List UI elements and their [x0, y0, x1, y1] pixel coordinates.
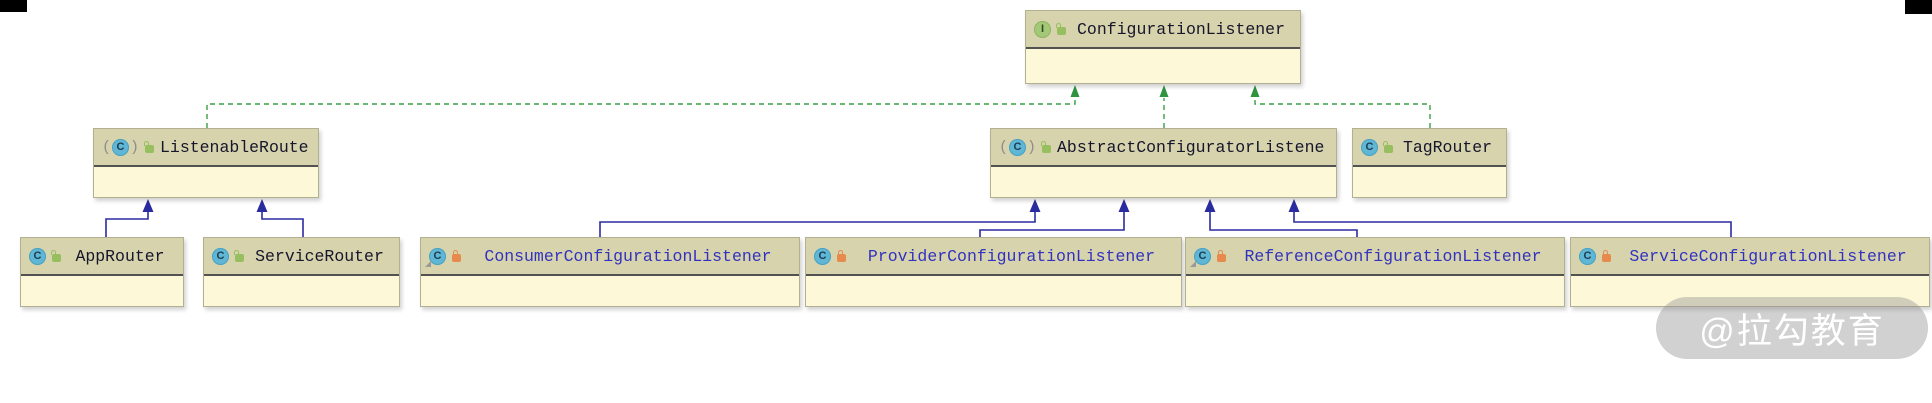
edge-servicerouter-extends: [261, 208, 304, 237]
edge-tagrouter-implements: [1254, 98, 1431, 128]
node-icons: C: [212, 247, 229, 265]
class-node-serviceconfigurationlistener[interactable]: C ServiceConfigurationListener: [1570, 237, 1930, 307]
node-title-bar: C TagRouter: [1353, 129, 1506, 167]
node-body: [21, 276, 183, 306]
class-name: ReferenceConfigurationListener: [1244, 246, 1542, 266]
abstract-class-icon: C: [1009, 138, 1027, 156]
inner-class-icon: C: [429, 247, 446, 265]
node-icons: C: [425, 247, 446, 267]
class-icon: C: [29, 247, 46, 265]
node-title-bar: C ProviderConfigurationListener: [806, 238, 1181, 276]
extends-arrowhead: [142, 199, 154, 212]
implements-arrowhead: [1159, 85, 1169, 97]
inner-class-icon: C: [1194, 247, 1211, 265]
package-local-icon: [1041, 140, 1052, 153]
class-name: ServiceRouter: [255, 246, 384, 266]
private-lock-icon: [452, 249, 461, 262]
class-icon: C: [814, 247, 831, 265]
node-body: [991, 167, 1336, 197]
inner-class-arrow-icon: [1190, 260, 1196, 267]
node-title-bar: I ConfigurationListener: [1026, 11, 1300, 49]
edge-referenceconfigurationlistener-extends: [1209, 208, 1358, 237]
node-body: [1353, 167, 1506, 197]
private-lock-icon: [837, 249, 846, 262]
class-name: ConfigurationListener: [1077, 19, 1285, 39]
package-local-icon: [144, 140, 155, 153]
edge-approuter-extends: [105, 208, 149, 237]
class-node-approuter[interactable]: C AppRouter: [20, 237, 184, 307]
node-body: [1026, 49, 1300, 83]
node-icons: C: [102, 138, 139, 156]
screen-artifact-top-left: [0, 0, 27, 12]
package-local-icon: [1056, 22, 1066, 35]
inner-class-arrow-icon: [425, 260, 431, 267]
class-name: ServiceConfigurationListener: [1629, 246, 1907, 266]
edge-providerconfigurationlistener-extends: [979, 208, 1125, 237]
extends-arrowhead: [1288, 199, 1300, 212]
node-icons: C: [814, 247, 831, 265]
class-name: ProviderConfigurationListener: [867, 246, 1156, 266]
package-local-icon: [51, 249, 61, 262]
node-icons: C: [29, 247, 46, 265]
extends-arrowhead: [1118, 199, 1130, 212]
package-local-icon: [234, 249, 244, 262]
private-lock-icon: [1217, 249, 1226, 262]
implements-arrowhead: [1250, 85, 1260, 97]
node-icons: I: [1034, 20, 1051, 38]
class-node-providerconfigurationlistener[interactable]: C ProviderConfigurationListener: [805, 237, 1182, 307]
node-body: [204, 276, 399, 306]
node-title-bar: C ConsumerConfigurationListener: [421, 238, 799, 276]
node-title-bar: C ReferenceConfigurationListener: [1186, 238, 1564, 276]
node-body: [421, 276, 799, 306]
node-icons: C: [999, 138, 1036, 156]
class-icon: C: [1579, 247, 1596, 265]
class-name: ListenableRouter: [160, 137, 308, 157]
class-node-abstractconfiguratorlistener[interactable]: C AbstractConfiguratorListener: [990, 128, 1337, 198]
watermark-badge: @拉勾教育: [1656, 297, 1928, 359]
node-title-bar: C AppRouter: [21, 238, 183, 276]
node-body: [94, 167, 318, 197]
implements-arrowhead: [1070, 85, 1080, 97]
extends-arrowhead: [1029, 199, 1041, 212]
edge-serviceconfigurationlistener-extends: [1293, 208, 1732, 237]
extends-arrowhead: [256, 199, 268, 212]
node-body: [806, 276, 1181, 306]
edge-listenablerouter-implements: [206, 98, 1076, 128]
interface-icon: I: [1034, 20, 1051, 38]
class-node-tagrouter[interactable]: C TagRouter: [1352, 128, 1507, 198]
node-title-bar: C ServiceRouter: [204, 238, 399, 276]
class-node-referenceconfigurationlistener[interactable]: C ReferenceConfigurationListener: [1185, 237, 1565, 307]
node-title-bar: C ServiceConfigurationListener: [1571, 238, 1929, 276]
extends-arrowhead: [1204, 199, 1216, 212]
class-icon: C: [212, 247, 229, 265]
node-title-bar: C ListenableRouter: [94, 129, 318, 167]
edge-consumerconfigurationlistener-extends: [599, 208, 1036, 237]
node-body: [1571, 276, 1929, 306]
node-icons: C: [1361, 138, 1378, 156]
class-node-consumerconfigurationlistener[interactable]: C ConsumerConfigurationListener: [420, 237, 800, 307]
class-name: AbstractConfiguratorListener: [1057, 137, 1326, 157]
class-node-servicerouter[interactable]: C ServiceRouter: [203, 237, 400, 307]
screen-artifact-top-right: [1905, 0, 1932, 14]
node-icons: C: [1579, 247, 1596, 265]
class-node-configurationlistener[interactable]: I ConfigurationListener: [1025, 10, 1301, 84]
abstract-class-icon: C: [112, 138, 130, 156]
private-lock-icon: [1602, 249, 1611, 262]
node-body: [1186, 276, 1564, 306]
node-icons: C: [1190, 247, 1211, 267]
class-icon: C: [1361, 138, 1378, 156]
class-name: ConsumerConfigurationListener: [484, 246, 772, 266]
node-title-bar: C AbstractConfiguratorListener: [991, 129, 1336, 167]
class-name: AppRouter: [75, 246, 165, 266]
package-local-icon: [1383, 140, 1393, 153]
class-name: TagRouter: [1402, 137, 1493, 157]
class-node-listenablerouter[interactable]: C ListenableRouter: [93, 128, 319, 198]
